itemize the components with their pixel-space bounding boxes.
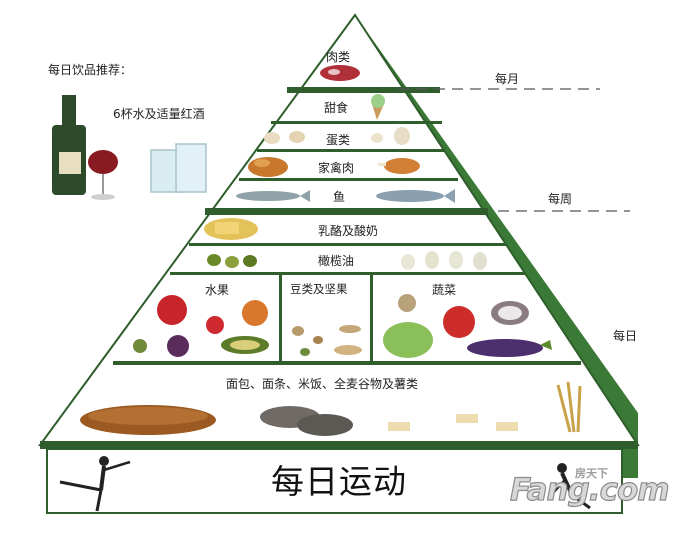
tier-divider xyxy=(271,121,442,124)
roast-chicken-icon xyxy=(248,157,288,177)
tier-label-eggs: 蛋类 xyxy=(326,133,351,147)
fish-icon-2 xyxy=(376,189,455,203)
tier-divider xyxy=(189,243,506,246)
tier-divider xyxy=(239,178,458,181)
potatoes-icon xyxy=(260,406,353,436)
olives-icon xyxy=(207,254,257,268)
watermark-logo: Fang.com xyxy=(509,471,670,508)
section-divider xyxy=(279,275,282,361)
wine-bottle-icon xyxy=(52,95,86,195)
garlic-icon xyxy=(401,251,487,270)
drinks-label: 6杯水及适量红酒 xyxy=(113,107,205,121)
stretching-figure-icon xyxy=(547,463,591,510)
tier-label-dairy: 乳酪及酸奶 xyxy=(318,224,379,238)
water-glasses-icon xyxy=(150,143,207,193)
tier-divider xyxy=(257,149,445,152)
eggs-icon xyxy=(264,127,410,145)
tier-label-olive-oil: 橄榄油 xyxy=(318,254,355,268)
tier-label-grains: 面包、面条、米饭、全麦谷物及薯类 xyxy=(226,377,419,391)
nuts-icon xyxy=(292,325,362,356)
tier-label-fish: 鱼 xyxy=(333,190,346,204)
tier-label-poultry: 家禽肉 xyxy=(318,161,355,175)
tier-divider xyxy=(113,361,581,365)
cheese-icon xyxy=(204,218,258,240)
vegetables-icon xyxy=(383,294,552,358)
ice-cream-icon xyxy=(371,94,385,120)
section-divider xyxy=(370,275,373,361)
tier-label-sweets: 甜食 xyxy=(324,101,349,115)
frequency-monthly: 每月 xyxy=(495,72,520,86)
bread-icon xyxy=(80,405,216,435)
tier-divider xyxy=(170,272,526,275)
dancer-figure-icon xyxy=(59,456,131,512)
chicken-leg-icon xyxy=(378,158,420,174)
wheat-icon xyxy=(556,381,582,433)
exercise-label: 每日运动 xyxy=(271,462,407,501)
tier-divider xyxy=(287,87,440,93)
fish-icon xyxy=(236,190,310,202)
tier-label-legumes-nuts: 豆类及坚果 xyxy=(290,282,348,296)
fruit-icon xyxy=(133,295,269,357)
pasta-icon xyxy=(388,414,518,431)
watermark-top-text: 房天下 xyxy=(575,467,608,480)
tier-divider xyxy=(205,208,488,215)
tier-divider xyxy=(40,441,638,449)
wine-glass-icon xyxy=(88,150,118,200)
steak-icon xyxy=(320,65,360,81)
frequency-weekly: 每周 xyxy=(548,192,573,206)
drinks-title: 每日饮品推荐： xyxy=(48,63,133,77)
tier-label-fruit: 水果 xyxy=(205,283,230,297)
exercise-base-box xyxy=(46,448,623,514)
tier-label-meat: 肉类 xyxy=(326,50,351,64)
tier-label-vegetables: 蔬菜 xyxy=(432,283,457,297)
frequency-daily: 每日 xyxy=(613,329,638,343)
